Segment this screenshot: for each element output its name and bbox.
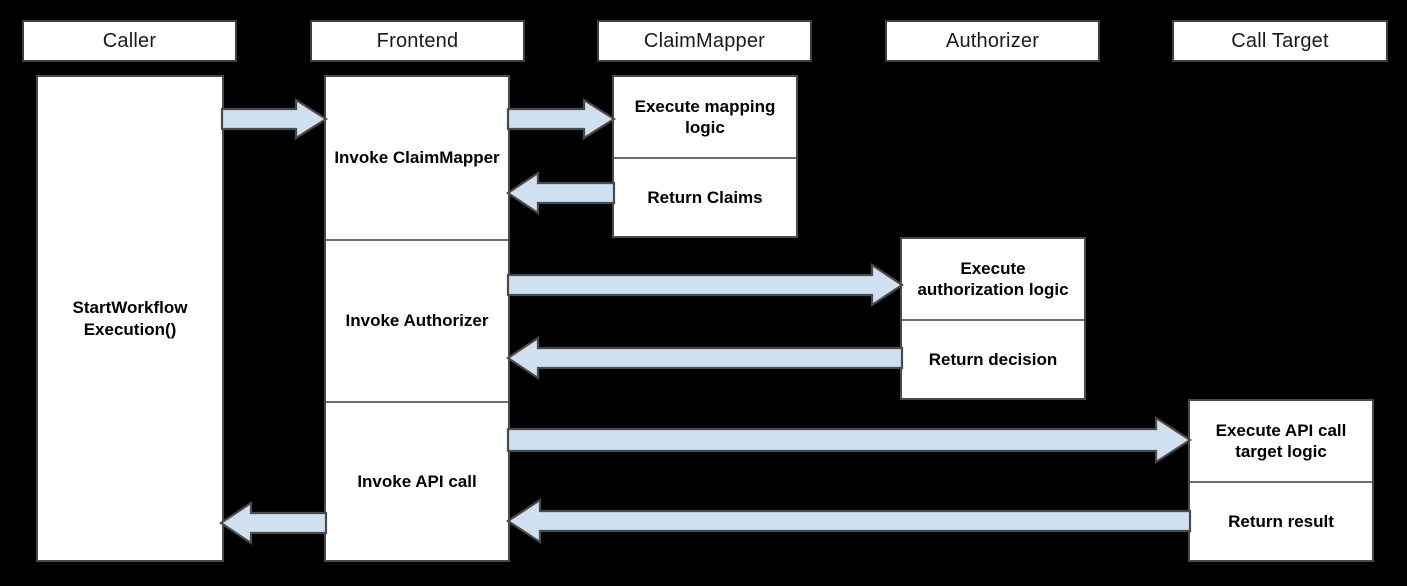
activation-claimmapper: Execute mapping logic Return Claims (612, 75, 798, 238)
activation-claimmapper-segment-return-claims: Return Claims (614, 157, 796, 236)
lifeline-header-calltarget-label: Call Target (1231, 29, 1329, 52)
message-arrow-caller-to-frontend (220, 98, 329, 140)
activation-frontend-segment-invoke-authorizer-label: Invoke Authorizer (345, 311, 489, 331)
activation-authorizer-segment-return-decision-label: Return decision (928, 349, 1058, 369)
activation-calltarget-segment-return-result: Return result (1190, 481, 1372, 560)
lifeline-header-caller: Caller (22, 20, 237, 62)
activation-authorizer-segment-return-decision: Return decision (902, 319, 1084, 398)
activation-calltarget-segment-execute-api-call-target-logic: Execute API call target logic (1190, 401, 1372, 481)
message-arrow-calltarget-to-frontend (505, 497, 1192, 545)
lifeline-header-caller-label: Caller (102, 29, 157, 52)
activation-claimmapper-segment-execute-mapping-logic: Execute mapping logic (614, 77, 796, 157)
lifeline-header-authorizer: Authorizer (885, 20, 1100, 62)
activation-authorizer: Execute authorization logic Return decis… (900, 237, 1086, 400)
message-arrow-frontend-to-authorizer (506, 262, 904, 308)
activation-claimmapper-segment-execute-mapping-logic-label: Execute mapping logic (634, 96, 776, 137)
activation-authorizer-segment-execute-authorization-logic-label: Execute authorization logic (917, 258, 1069, 299)
activation-claimmapper-segment-return-claims-label: Return Claims (647, 187, 763, 207)
activation-frontend-segment-invoke-authorizer: Invoke Authorizer (326, 239, 508, 401)
activation-authorizer-segment-execute-authorization-logic: Execute authorization logic (902, 239, 1084, 319)
message-arrow-authorizer-to-frontend (506, 335, 904, 381)
lifeline-header-calltarget: Call Target (1172, 20, 1388, 62)
activation-caller-segment-start-workflow: StartWorkflow Execution() (38, 77, 222, 560)
lifeline-header-claimmapper-label: ClaimMapper (643, 29, 766, 52)
message-arrow-frontend-to-claimmapper (506, 98, 617, 140)
lifeline-header-frontend: Frontend (310, 20, 525, 62)
activation-caller: StartWorkflow Execution() (36, 75, 224, 562)
activation-calltarget-segment-execute-api-call-target-logic-label: Execute API call target logic (1215, 420, 1347, 461)
lifeline-header-frontend-label: Frontend (376, 29, 459, 52)
activation-frontend-segment-invoke-api-call: Invoke API call (326, 401, 508, 560)
message-arrow-frontend-to-caller (219, 500, 328, 546)
activation-calltarget-segment-return-result-label: Return result (1228, 511, 1334, 531)
message-arrow-frontend-to-calltarget (506, 415, 1193, 465)
lifeline-header-authorizer-label: Authorizer (945, 29, 1040, 52)
message-arrow-claimmapper-to-frontend (506, 170, 616, 216)
activation-frontend-segment-invoke-claimmapper: Invoke ClaimMapper (326, 77, 508, 239)
activation-caller-segment-start-workflow-label: StartWorkflow Execution() (72, 298, 188, 339)
activation-frontend: Invoke ClaimMapper Invoke Authorizer Inv… (324, 75, 510, 562)
lifeline-header-claimmapper: ClaimMapper (597, 20, 812, 62)
activation-calltarget: Execute API call target logic Return res… (1188, 399, 1374, 562)
activation-frontend-segment-invoke-api-call-label: Invoke API call (357, 471, 477, 491)
activation-frontend-segment-invoke-claimmapper-label: Invoke ClaimMapper (334, 148, 500, 168)
